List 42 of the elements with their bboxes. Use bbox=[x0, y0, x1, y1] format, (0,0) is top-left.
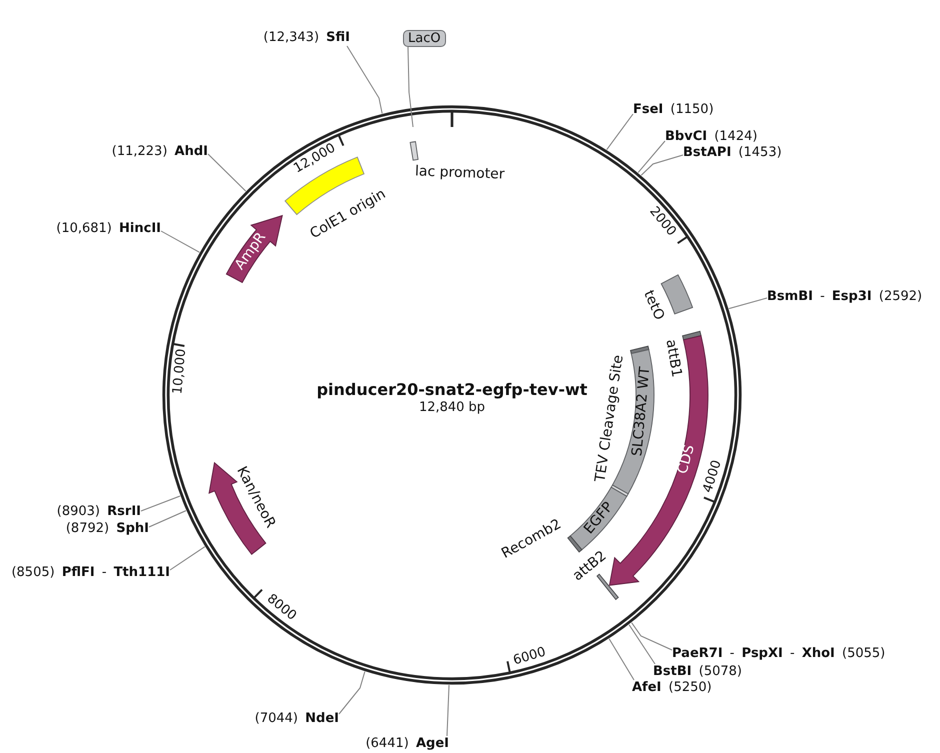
leader-line bbox=[628, 624, 656, 664]
leader-line bbox=[346, 46, 383, 114]
feature-label: attB1 bbox=[661, 338, 684, 378]
leader-line bbox=[608, 638, 634, 680]
restriction-site-label: (8792) SphI bbox=[66, 521, 149, 537]
restriction-site-label: (8903) RsrII bbox=[56, 504, 141, 520]
scale-label: 4000 bbox=[700, 458, 725, 495]
leader-line bbox=[338, 671, 366, 714]
leader-line bbox=[640, 154, 684, 176]
leader-line bbox=[408, 46, 414, 128]
restriction-site-label: AfeI (5250) bbox=[632, 680, 712, 696]
leader-line bbox=[446, 684, 450, 736]
leader-line bbox=[148, 510, 187, 528]
feature-tag: LacO bbox=[403, 30, 446, 47]
restriction-site-label: (7044) NdeI bbox=[254, 711, 339, 727]
leader-line bbox=[631, 622, 672, 650]
leader-line bbox=[140, 496, 181, 512]
plasmid-name: pinducer20-snat2-egfp-tev-wt bbox=[316, 380, 588, 400]
leader-line bbox=[208, 154, 246, 192]
restriction-site-label: BstAPI (1453) bbox=[683, 145, 782, 161]
restriction-site-label: (10,681) HincII bbox=[56, 221, 161, 237]
restriction-site-label: (11,223) AhdI bbox=[112, 144, 208, 160]
scale-label: 10,000 bbox=[170, 348, 190, 395]
restriction-site-label: BbvCI (1424) bbox=[665, 129, 758, 145]
scale-label: 6000 bbox=[512, 644, 548, 669]
plasmid-size: 12,840 bp bbox=[418, 400, 486, 416]
restriction-site-label: (8505) PflFI - Tth111I bbox=[11, 565, 170, 581]
restriction-site-label: BsmBI - Esp3I (2592) bbox=[767, 289, 922, 305]
feature-label: lac promoter bbox=[414, 163, 505, 184]
feature-label: SLC38A2 WT bbox=[630, 366, 654, 458]
leader-line bbox=[160, 230, 200, 253]
leader-line bbox=[728, 298, 768, 310]
restriction-site-label: FseI (1150) bbox=[633, 102, 714, 118]
feature-label: TEV Cleavage Site bbox=[592, 354, 628, 483]
leader-line bbox=[170, 546, 206, 570]
restriction-site-label: (12,343) SfiI bbox=[263, 30, 350, 46]
restriction-site-label: BstBI (5078) bbox=[653, 664, 742, 680]
restriction-site-label: PaeR7I - PspXI - XhoI (5055) bbox=[672, 646, 886, 662]
restriction-site-label: (6441) AgeI bbox=[366, 736, 449, 752]
feature-label: tetO bbox=[638, 288, 667, 324]
leader-line bbox=[638, 140, 666, 174]
leader-line bbox=[606, 114, 634, 150]
